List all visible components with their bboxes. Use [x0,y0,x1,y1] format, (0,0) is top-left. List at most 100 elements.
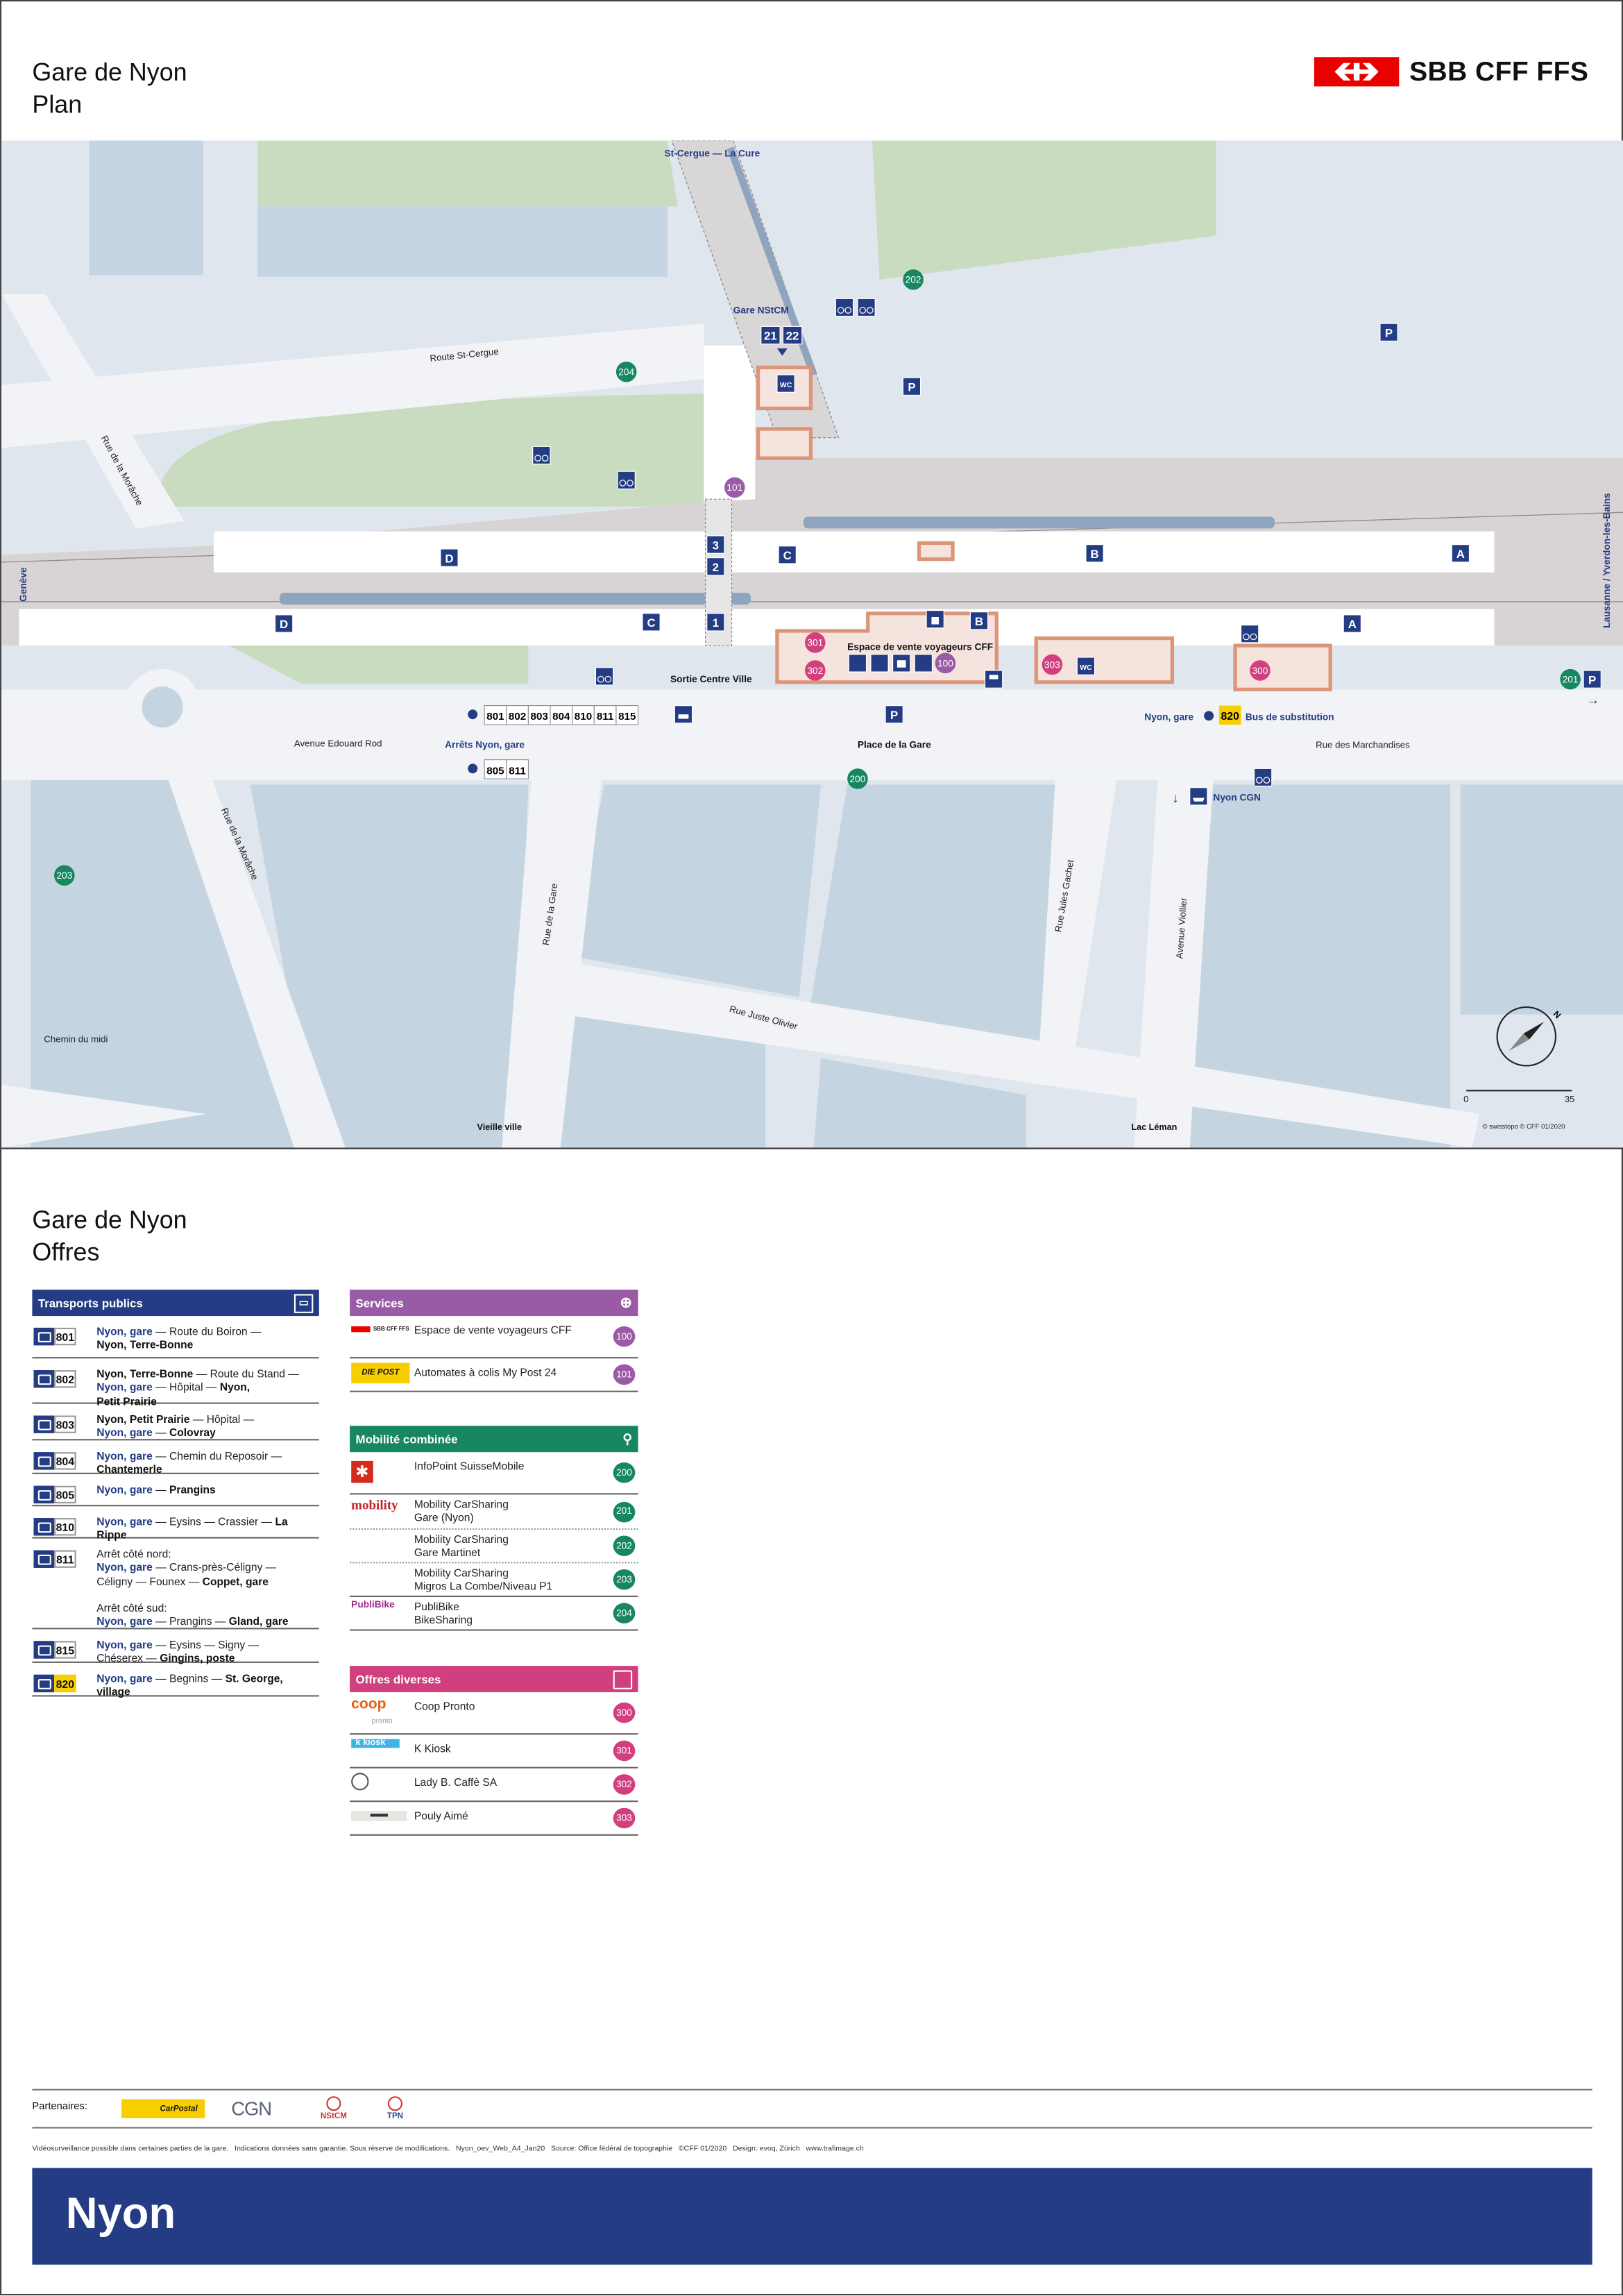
svg-text:3: 3 [713,539,719,552]
subtitle-text: Plan [32,90,83,119]
sector-b-north[interactable]: B [1085,543,1104,563]
wc-icon: WC [776,374,795,393]
mobility-number: 201 [613,1501,636,1522]
point-204[interactable]: 204 [615,361,637,382]
sector-d-north[interactable]: D [440,548,459,567]
bus-line-box [593,705,617,725]
line-route: Nyon, Petit Prairie — Hôpital —Nyon, gar… [96,1412,254,1440]
point-301[interactable]: 301 [805,632,826,653]
svg-text:P: P [1385,327,1393,340]
line-route: Nyon, gare — Chemin du Reposoir —Chantem… [96,1449,282,1476]
track-3[interactable]: 3 [706,535,725,554]
track-1[interactable]: 1 [706,613,725,632]
point-202[interactable]: 202 [903,269,924,290]
scale-end: 35 [1565,1094,1575,1104]
service-row[interactable]: DIE POST Automates à colis My Post 24 10… [350,1358,638,1392]
point-302[interactable]: 302 [805,660,826,681]
point-101[interactable]: 101 [724,477,745,498]
nstcm-track [671,140,840,439]
line-badge: 811 [33,1550,76,1568]
platform-2-3 [213,531,1495,573]
mobility-row[interactable]: ✱ InfoPoint SuisseMobile 200 [350,1452,638,1495]
roads [1,294,1623,1148]
sbb-logo-small: SBB CFF FFS [351,1326,409,1333]
pouly-logo [351,1810,407,1821]
label-avenue-edouard-rod: Avenue Edouard Rod [294,738,382,749]
route-segment: — Route du Boiron — [152,1324,262,1338]
point-200[interactable]: 200 [847,768,868,789]
mobility-row[interactable]: PubliBike PubliBike BikeSharing 204 [350,1597,638,1631]
point-100[interactable]: 100 [935,652,956,674]
sector-c-north[interactable]: C [778,546,797,564]
bike-parking-icon [532,446,551,465]
line-number: 801 [54,1327,76,1346]
diverse-row[interactable]: Pouly Aimé 303 [350,1802,638,1836]
offers-title-text: Gare de Nyon [32,1206,187,1234]
replacement-bus-stop[interactable]: 820 [1204,705,1241,725]
diverse-row[interactable]: k kiosk K Kiosk 301 [350,1734,638,1769]
point-303[interactable]: 303 [1042,654,1063,675]
route-segment: — Prangins — [152,1615,229,1629]
sector-d-south[interactable]: D [274,614,294,633]
station-map[interactable]: St-Cergue — La Cure Gare NStCM Route St-… [1,140,1623,1148]
mobility-row[interactable]: Mobility CarSharing Migros La Combe/Nive… [350,1564,638,1598]
svg-text:C: C [783,549,792,562]
line-number: 815 [54,1641,76,1659]
point-203[interactable]: 203 [54,865,75,886]
track-2[interactable]: 2 [706,557,725,576]
post-parcel-icon [926,609,945,629]
sector-a-south[interactable]: A [1343,614,1362,633]
hand-plus-icon: ⊕ [620,1294,633,1311]
partners-label: Partenaires: [32,2102,88,2113]
diverse-number: 303 [613,1807,636,1829]
mobility-label: PubliBike BikeSharing [414,1600,473,1627]
bus-icon [33,1641,55,1659]
sector-c-south[interactable]: C [642,613,661,632]
bus-line-number: 802 [509,711,526,723]
label-place-de-la-gare: Place de la Gare [858,740,931,750]
service-row[interactable]: SBB CFF FFS Espace de vente voyageurs CF… [350,1316,638,1359]
stop-nyon-gare: Nyon, gare [96,1426,153,1440]
line-number: 805 [54,1485,76,1504]
point-201[interactable]: 201 [1560,668,1581,690]
line-badge: 805 [33,1485,76,1504]
bus-line-box [506,759,529,779]
numbered-points: 100 101 200 201 202 203 204 300 301 302 … [54,269,1581,886]
carpostal-logo: CarPostal [121,2099,205,2118]
mobility-row[interactable]: mobility Mobility CarSharing Gare (Nyon)… [350,1494,638,1530]
track-21[interactable]: 21 [760,326,781,345]
stop-nyon-gare: Nyon, gare [96,1638,153,1652]
mobility-title: Mobilité combinée [355,1432,458,1446]
ticket-icon [848,654,867,673]
track-22[interactable]: 22 [782,326,803,345]
diverse-label: Coop Pronto [414,1699,475,1713]
mobility-row[interactable]: Mobility CarSharing Gare Martinet 202 [350,1530,638,1564]
point-300[interactable]: 300 [1250,660,1271,681]
diverse-row[interactable]: Lady B. Caffè SA 302 [350,1769,638,1803]
bike-parking-icon [595,667,614,686]
route-segment: — Eysins — Signy — [152,1638,260,1652]
bus-line-number: 805 [486,765,504,777]
brand-text: SBB CFF FFS [1409,56,1589,87]
sector-b-south[interactable]: B [969,611,989,630]
stop-nyon-gare: Nyon, gare [96,1560,153,1574]
svg-text:201: 201 [1563,674,1579,684]
bus-icon [33,1674,55,1693]
line-route: Nyon, Terre-Bonne — Route du Stand —Nyon… [96,1367,299,1408]
svg-text:302: 302 [807,666,823,676]
sector-a-north[interactable]: A [1451,543,1470,563]
bus-line-number: 804 [552,711,570,723]
service-number: 101 [613,1364,636,1385]
